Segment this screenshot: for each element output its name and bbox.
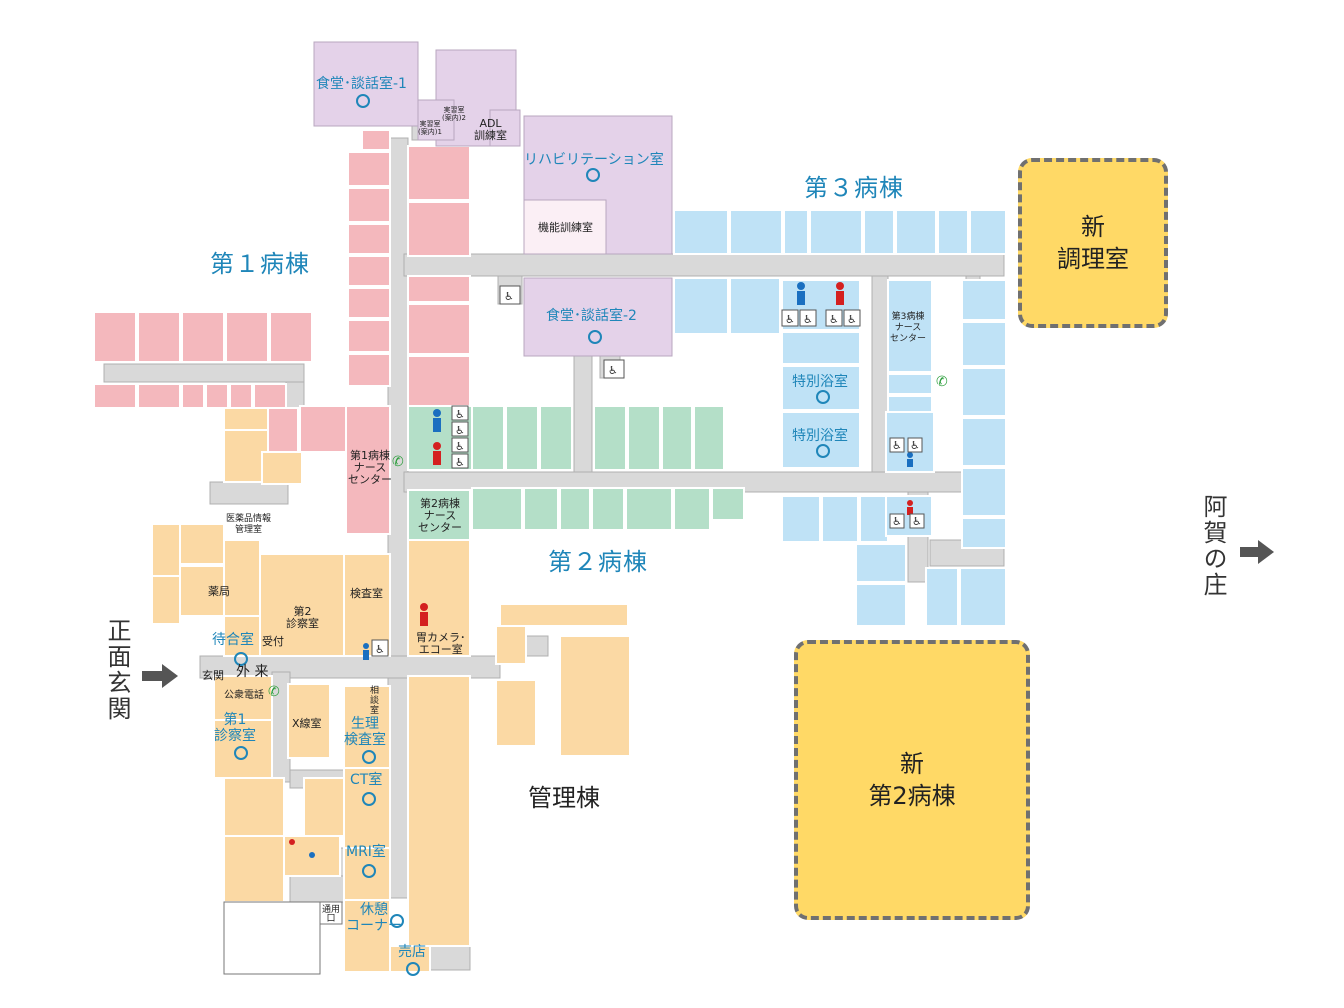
svg-text:♿: ♿ <box>829 313 839 326</box>
special-bath-2-label[interactable]: 特別浴室 <box>792 428 848 444</box>
ward2-label: 第２病棟 <box>548 548 648 576</box>
shop-area <box>223 901 321 975</box>
svg-text:♿: ♿ <box>892 515 902 528</box>
svg-text:♿: ♿ <box>912 515 922 528</box>
search-icon[interactable] <box>356 94 370 108</box>
search-icon[interactable] <box>234 746 248 760</box>
search-icon[interactable] <box>586 168 600 182</box>
gastro-room-label: 胃カメラ･ エコー室 <box>416 631 466 656</box>
nurse-center-1-label: 第1病棟 ナース センター <box>348 449 392 486</box>
search-icon[interactable] <box>362 792 376 806</box>
dining-room-1-label[interactable]: 食堂･談話室-1 <box>316 76 407 92</box>
search-icon[interactable] <box>588 330 602 344</box>
entrance-hall-label: 玄関 <box>202 669 224 682</box>
rehab-room-label[interactable]: リハビリテーション室 <box>524 152 664 168</box>
kitchen-train-2-label: 実習室 (案内)2 <box>442 106 466 122</box>
svg-text:♿: ♿ <box>455 424 465 437</box>
admin-building-label: 管理棟 <box>528 784 600 812</box>
new-kitchen-building: 新 調理室 <box>1018 158 1168 328</box>
phone-icons: ✆ ✆ ✆ <box>268 374 948 700</box>
kitchen-train-1-label: 実習室 (案内)1 <box>418 120 442 136</box>
function-training-label: 機能訓練室 <box>538 221 593 234</box>
svg-text:♿: ♿ <box>608 364 618 377</box>
mri-room-label[interactable]: MRI室 <box>346 844 386 860</box>
outpatient-rooms <box>151 407 631 973</box>
exam-room-2-label: 第2 診察室 <box>286 605 319 630</box>
ct-room-label[interactable]: CT室 <box>350 772 383 788</box>
svg-text:♿: ♿ <box>910 439 920 452</box>
svg-text:♿: ♿ <box>785 313 795 326</box>
adl-room-label: ADL 訓練室 <box>474 117 507 142</box>
staff-entrance-area <box>319 901 343 925</box>
function-training-room <box>523 199 607 255</box>
search-icon[interactable] <box>816 444 830 458</box>
wheelchair-icons <box>371 285 925 657</box>
special-bath-1-label[interactable]: 特別浴室 <box>792 374 848 390</box>
svg-text:♿: ♿ <box>375 643 385 656</box>
waiting-room-label[interactable]: 待合室 <box>212 632 254 648</box>
search-icon[interactable] <box>234 652 248 666</box>
reception-label: 受付 <box>262 635 284 648</box>
arrows <box>142 540 1274 688</box>
main-entrance-direction: 正面玄関 <box>103 618 131 722</box>
search-icon[interactable] <box>816 390 830 404</box>
nurse-center-3-label: 第3病棟 ナース センター <box>890 312 927 344</box>
xray-room-label: X線室 <box>292 717 322 730</box>
ward3-label: 第３病棟 <box>804 174 904 202</box>
svg-text:✆: ✆ <box>936 374 948 390</box>
svg-text:♿: ♿ <box>892 439 902 452</box>
new-ward2-building: 新 第2病棟 <box>794 640 1030 920</box>
new-ward2-label: 新 第2病棟 <box>868 750 956 810</box>
svg-text:✆: ✆ <box>392 454 404 470</box>
search-icon[interactable] <box>362 750 376 764</box>
consult-room-label: 相 談 室 <box>370 686 380 716</box>
search-icon[interactable] <box>362 864 376 878</box>
svg-text:♿: ♿ <box>455 456 465 469</box>
public-phone-label: 公衆電話 <box>224 690 264 701</box>
med-info-room-label: 医薬品情報 管理室 <box>226 514 272 535</box>
ward1-label: 第１病棟 <box>210 250 310 278</box>
nurse-center-2-label: 第2病棟 ナース センター <box>418 497 462 534</box>
svg-text:♿: ♿ <box>803 313 813 326</box>
svg-text:♿: ♿ <box>847 313 857 326</box>
exam-room-1-label[interactable]: 第1 診察室 <box>214 712 256 744</box>
physio-lab-label[interactable]: 生理 検査室 <box>344 716 386 748</box>
outpatient-label: 外 来 <box>236 664 269 680</box>
shop-label[interactable]: 売店 <box>398 944 426 960</box>
toilet-icons <box>289 282 913 858</box>
wheelchair-glyphs: ♿ ♿ ♿ ♿ ♿ ♿ ♿ ♿ ♿ ♿ ♿ ♿ ♿ ♿ ♿ <box>375 290 922 656</box>
aga-direction: 阿賀の庄 <box>1199 494 1227 598</box>
dining-room-2-label[interactable]: 食堂･談話室-2 <box>546 308 637 324</box>
svg-text:♿: ♿ <box>455 440 465 453</box>
lab-room-label: 検査室 <box>350 587 383 600</box>
pharmacy-label: 薬局 <box>208 585 230 598</box>
search-icon[interactable] <box>390 914 404 928</box>
ward1-rooms <box>93 129 471 535</box>
new-kitchen-label: 新 調理室 <box>1057 213 1129 273</box>
rest-corner-label[interactable]: 休憩 コーナー <box>346 902 402 934</box>
search-icon[interactable] <box>406 962 420 976</box>
svg-text:♿: ♿ <box>455 408 465 421</box>
svg-text:♿: ♿ <box>504 290 514 303</box>
svg-text:✆: ✆ <box>268 684 280 700</box>
staff-entrance-label: 通用 口 <box>322 905 341 924</box>
